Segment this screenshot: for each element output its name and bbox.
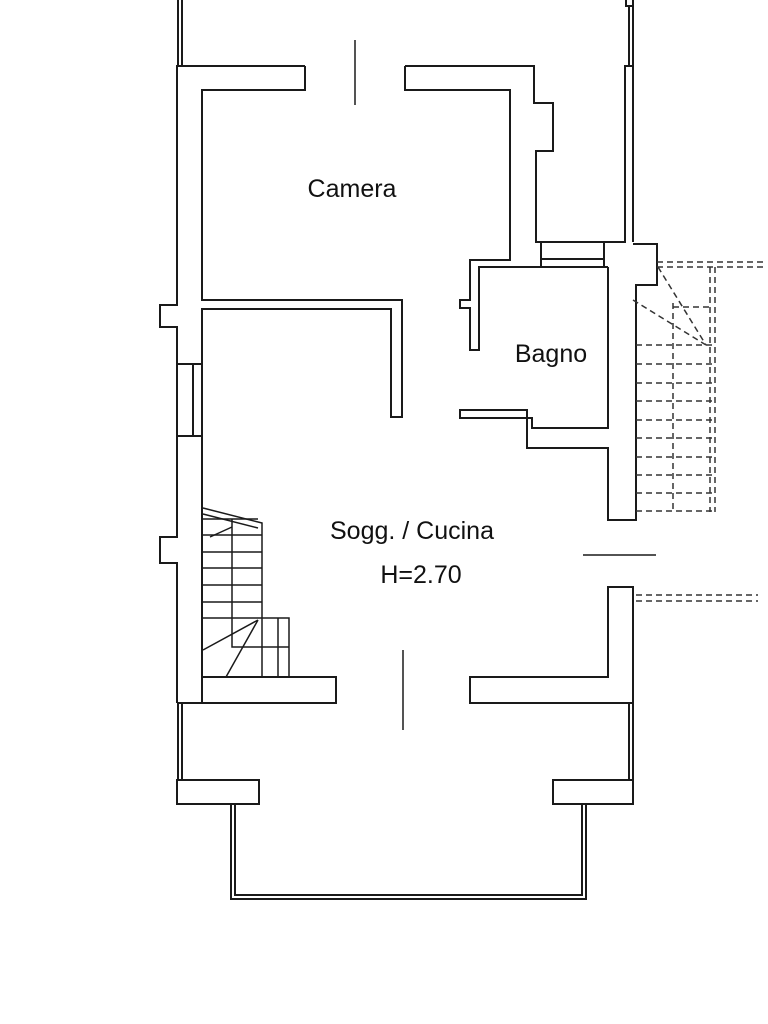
ceiling-height-label: H=2.70 [380,561,461,589]
bottom-left-wall [177,676,337,704]
balcony-right-pier [552,779,634,805]
external-stair-arrows [632,266,707,346]
bathroom-window [540,242,608,268]
room-label-bagno: Bagno [515,340,587,368]
external-stair-treads [636,344,712,512]
camera-top-left-wall-inner [201,66,403,703]
stair-winders [202,526,259,678]
external-stair-rails [657,261,765,512]
room-label-soggiorno-cucina: Sogg. / Cucina [330,517,494,545]
camera-right-wall [404,65,634,351]
external-staircase [632,261,765,512]
stair-outline [202,507,290,677]
bathroom-walls [459,243,658,521]
room-label-camera: Camera [308,175,397,203]
left-window [176,363,203,437]
left-wall-outer [159,65,305,703]
balcony-side-walls [177,703,634,780]
exterior-dashed-lines [636,594,758,602]
living-right-wall [469,586,634,704]
top-left-exterior-wall [177,0,183,66]
balcony-left-pier [176,779,260,805]
top-right-exterior-wall [625,0,634,66]
internal-staircase [202,507,290,678]
stair-treads [203,518,262,619]
balcony-railing [230,804,587,900]
